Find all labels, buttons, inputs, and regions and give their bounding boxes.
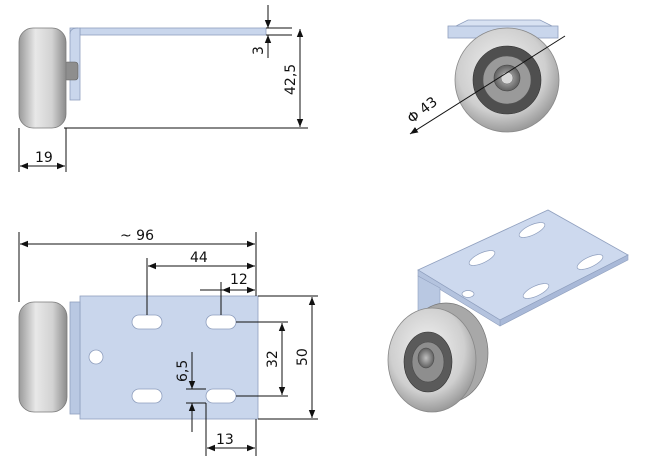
iso-slot-3: [576, 254, 604, 270]
iso-round-hole: [461, 290, 475, 298]
slot-top-right: [205, 314, 237, 330]
slot-bottom-left: [131, 388, 163, 404]
slot-top-left: [131, 314, 163, 330]
dim-wheel-width: 19: [35, 150, 53, 166]
iso-hub: [417, 347, 435, 369]
plan-round-hole: [88, 349, 104, 365]
iso-slot-2: [468, 250, 496, 266]
front-bracket-lip: [455, 19, 553, 27]
side-wheel: [18, 27, 67, 129]
dim-slot-spacing: 32: [265, 350, 281, 368]
front-view: Φ 43: [405, 19, 566, 135]
dim-slot-length: 12: [230, 272, 248, 288]
plan-view: ~ 96 44 12 32 50 6,5 13: [18, 228, 318, 456]
isometric-view: [387, 209, 629, 413]
dim-plate-height: 50: [295, 348, 311, 366]
dim-diameter-line: [409, 35, 566, 135]
iso-plate-side: [417, 269, 501, 327]
iso-slot-1: [518, 222, 546, 238]
dim-slot-offset: 44: [190, 250, 208, 266]
iso-slot-4: [522, 283, 550, 299]
dim-slot-width: 6,5: [175, 360, 191, 382]
front-axle-cap: [500, 71, 514, 85]
bracket-top-flange: [79, 27, 267, 36]
slot-bottom-right: [205, 388, 237, 404]
dim-edge-offset: 13: [216, 432, 234, 448]
dim-height: 42,5: [283, 64, 299, 95]
plan-plate-flange: [69, 301, 81, 415]
dim-diameter: Φ 43: [405, 94, 441, 127]
dim-thickness: 3: [251, 46, 267, 55]
bracket-bend: [69, 27, 79, 35]
plan-wheel: [18, 301, 68, 413]
side-view: 3 42,5 19: [18, 5, 308, 172]
dim-overall: ~ 96: [120, 228, 154, 244]
